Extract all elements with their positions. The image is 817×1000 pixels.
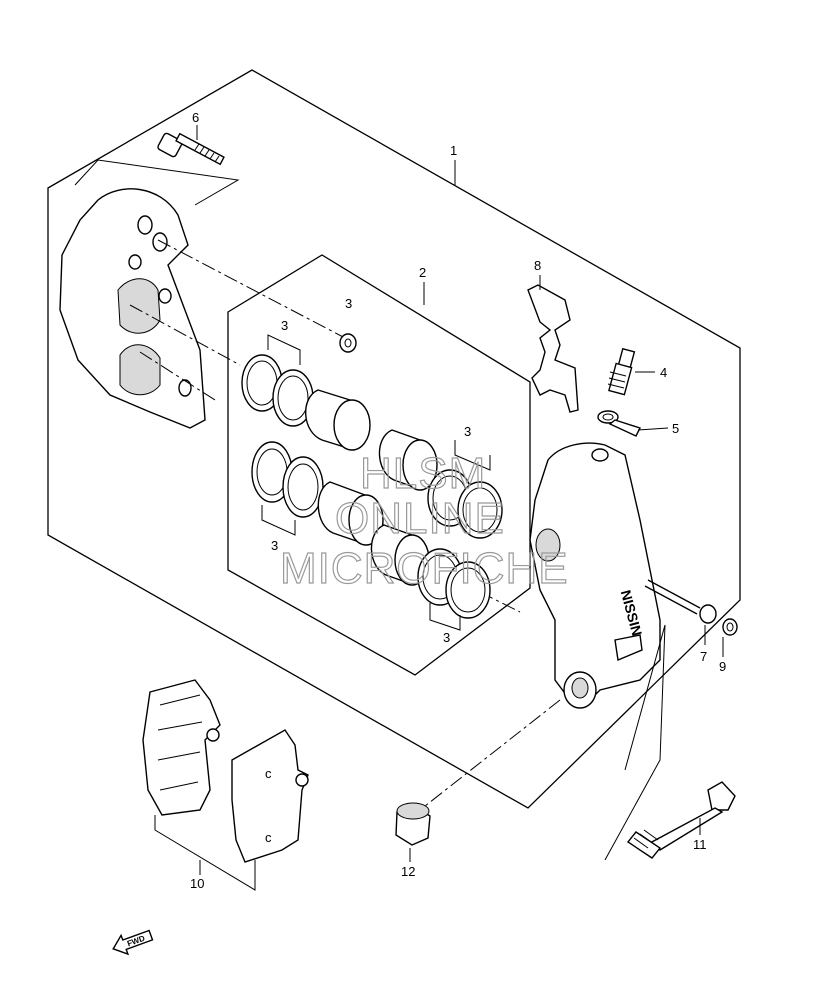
seal-pair-upper-right	[427, 469, 503, 539]
part-label-3: 3	[281, 318, 288, 333]
watermark-line-1: HLSM	[360, 449, 486, 498]
part-label-2: 2	[419, 265, 426, 280]
alignment-line	[129, 304, 241, 366]
part-label-3: 3	[271, 538, 278, 553]
part-label-10: 10	[190, 876, 204, 891]
piston-upper-1	[304, 389, 371, 451]
seal-bracket	[267, 334, 301, 365]
caliper-half-left	[59, 188, 206, 429]
pad-spring	[527, 284, 579, 413]
brake-pad-rear	[142, 679, 221, 816]
alignment-line	[157, 239, 346, 339]
seal-bracket	[429, 603, 461, 631]
bleeder-valve	[607, 347, 636, 396]
mounting-bolt	[626, 781, 736, 859]
small-seal-washer-hole	[344, 338, 352, 348]
pad-pin	[644, 579, 717, 624]
svg-text:c: c	[265, 766, 272, 781]
part-label-12: 12	[401, 864, 415, 879]
seal-pair-lower-left	[251, 441, 324, 518]
small-seal-washer	[339, 333, 357, 353]
part-label-4: 4	[660, 365, 667, 380]
bolt-6-leader-frame	[74, 159, 240, 206]
part-label-3: 3	[443, 630, 450, 645]
part-label-6: 6	[192, 110, 199, 125]
part-label-7: 7	[700, 649, 707, 664]
seal-bracket	[454, 440, 491, 471]
bleeder-cap	[597, 410, 641, 437]
watermark-line-3: MICROFICHE	[280, 544, 569, 593]
seal-pair-upper-left	[241, 354, 314, 427]
piston-set-frame-outline	[227, 254, 531, 676]
bolt-11-frame	[604, 624, 666, 861]
svg-text:c: c	[265, 830, 272, 845]
part-label-9: 9	[719, 659, 726, 674]
alignment-line	[139, 351, 216, 401]
watermark-line-2: ONLINE	[335, 494, 505, 543]
piston-upper-2	[378, 429, 438, 491]
part-label-11: 11	[693, 837, 707, 852]
piston-lower-1	[317, 481, 384, 546]
alignment-line	[419, 699, 561, 811]
part-label-1: 1	[450, 143, 457, 158]
assembly-frame-outline	[47, 69, 741, 809]
brake-pad-front: c c	[231, 729, 309, 863]
watermark: HLSM ONLINE MICROFICHE	[279, 448, 569, 593]
pin-clip	[722, 618, 738, 636]
part-label-3: 3	[464, 424, 471, 439]
pad-bracket	[154, 815, 256, 891]
leader-5	[637, 427, 669, 431]
seal-bracket	[261, 505, 296, 536]
part-label-8: 8	[534, 258, 541, 273]
bolt-6	[157, 132, 225, 166]
seal-pair-lower-right	[417, 548, 491, 619]
fwd-arrow-icon: FWD	[112, 929, 154, 956]
part-label-3: 3	[345, 296, 352, 311]
part-label-5: 5	[672, 421, 679, 436]
caliper-half-right: NISSIN	[529, 442, 661, 709]
collar	[395, 802, 431, 846]
